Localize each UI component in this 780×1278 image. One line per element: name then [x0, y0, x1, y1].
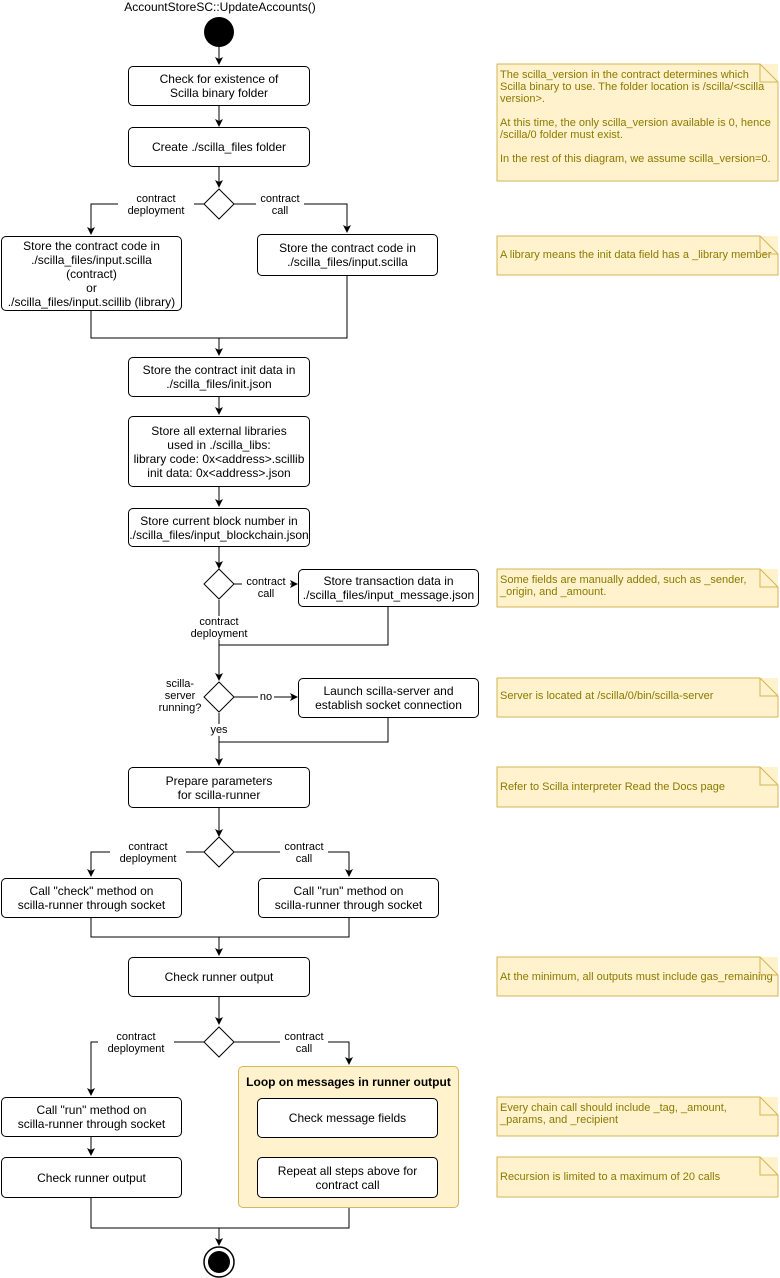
note-read-the-docs-text: Refer to Scilla interpreter Read the Doc… [500, 781, 726, 793]
step-store-block-number: Store current block number in ./scilla_f… [128, 508, 310, 547]
note-recursion-limit-text: Recursion is limited to a maximum of 20 … [500, 1171, 721, 1183]
note-recursion-limit: Recursion is limited to a maximum of 20 … [497, 1157, 778, 1197]
note-manual-fields: Some fields are manually added, such as … [497, 569, 778, 607]
step-check-runner-output-2: Check runner output [1, 1157, 182, 1198]
label-d5-deployment: contract deployment [98, 1031, 174, 1055]
decision-diamond-2 [203, 568, 235, 600]
label-d4-deployment: contract deployment [110, 841, 186, 865]
loop-title: Loop on messages in runner output [246, 1075, 451, 1089]
step-store-code-deployment: Store the contract code in ./scilla_file… [1, 236, 182, 311]
step-check-binary-folder: Check for existence of Scilla binary fol… [128, 66, 310, 106]
note-chain-call-fields-text: Every chain call should include _tag, _a… [500, 1102, 730, 1126]
note-library-text: A library means the init data field has … [500, 249, 772, 261]
note-gas-remaining-text: At the minimum, all outputs must include… [500, 971, 773, 983]
diagram-title: AccountStoreSC::UpdateAccounts() [124, 0, 316, 14]
note-read-the-docs: Refer to Scilla interpreter Read the Doc… [497, 767, 778, 807]
step-store-init-data: Store the contract init data in ./scilla… [128, 357, 310, 397]
note-manual-fields-text: Some fields are manually added, such as … [500, 574, 750, 598]
end-node-inner [208, 1251, 230, 1273]
note-scilla-version-text: The scilla_version in the contract deter… [500, 69, 771, 165]
note-server-location-text: Server is located at /scilla/0/bin/scill… [500, 690, 714, 702]
decision-diamond-4 [203, 836, 235, 868]
note-server-location: Server is located at /scilla/0/bin/scill… [497, 678, 778, 717]
decision-diamond-3 [203, 681, 235, 713]
start-node [204, 17, 234, 47]
label-d2-call: contract call [242, 576, 290, 600]
step-create-folder: Create ./scilla_files folder [128, 127, 310, 167]
step-call-check: Call "check" method on scilla-runner thr… [1, 878, 182, 918]
decision-diamond-5 [203, 1026, 235, 1058]
step-store-transaction: Store transaction data in ./scilla_files… [298, 569, 479, 607]
note-scilla-version: The scilla_version in the contract deter… [497, 64, 778, 181]
step-call-run: Call "run" method on scilla-runner throu… [258, 878, 439, 918]
step-check-message-fields: Check message fields [257, 1098, 438, 1138]
label-d4-call: contract call [280, 841, 328, 865]
label-d3-server-running: scilla- server running? [158, 678, 202, 714]
label-d3-no: no [258, 691, 274, 703]
label-d3-yes: yes [205, 724, 233, 736]
label-d1-call: contract call [256, 193, 304, 217]
decision-diamond-1 [203, 188, 235, 220]
step-call-run-2: Call "run" method on scilla-runner throu… [1, 1097, 182, 1137]
label-d1-deployment: contract deployment [118, 193, 194, 217]
step-store-code-call: Store the contract code in ./scilla_file… [257, 234, 438, 276]
note-gas-remaining: At the minimum, all outputs must include… [497, 957, 778, 996]
label-d2-deployment: contract deployment [181, 616, 257, 640]
note-library: A library means the init data field has … [497, 236, 778, 275]
step-launch-server: Launch scilla-server and establish socke… [298, 678, 479, 718]
step-check-runner-output: Check runner output [128, 957, 310, 997]
step-store-libraries: Store all external libraries used in ./s… [128, 416, 310, 487]
label-d5-call: contract call [280, 1031, 328, 1055]
step-repeat-steps: Repeat all steps above for contract call [257, 1157, 438, 1198]
step-prepare-params: Prepare parameters for scilla-runner [128, 767, 310, 808]
note-chain-call-fields: Every chain call should include _tag, _a… [497, 1097, 778, 1136]
